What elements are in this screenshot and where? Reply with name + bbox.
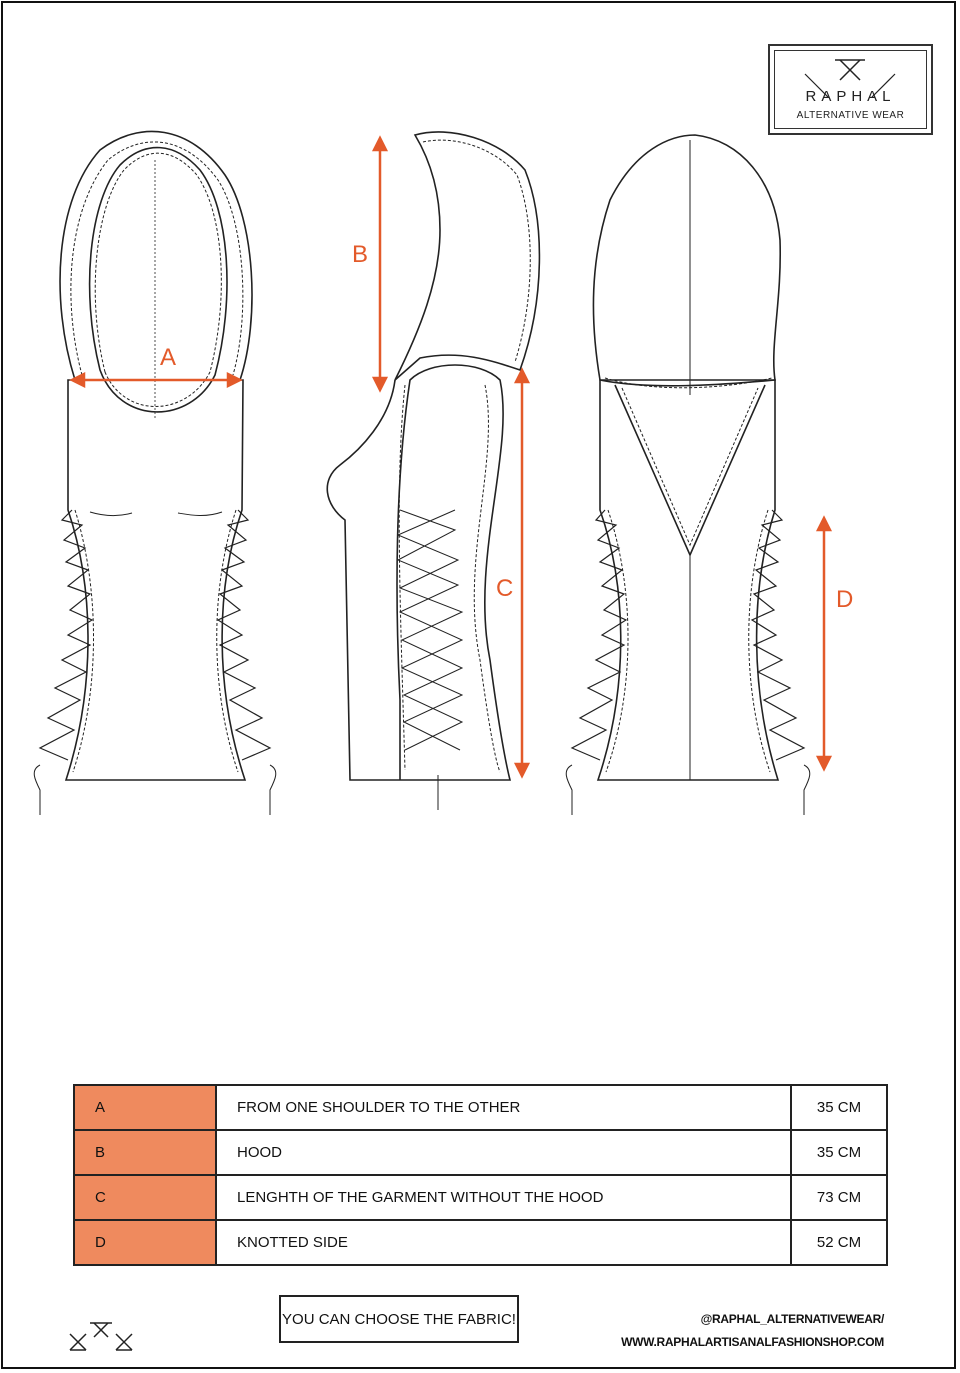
row-value: 73 CM (790, 1174, 888, 1221)
table-row: A FROM ONE SHOULDER TO THE OTHER 35 CM (73, 1084, 888, 1131)
dimension-label-c: C (496, 575, 514, 602)
fabric-note: YOU CAN CHOOSE THE FABRIC! (279, 1295, 519, 1343)
row-value: 52 CM (790, 1219, 888, 1266)
website-url: WWW.RAPHALARTISANALFASHIONSHOP.COM (621, 1335, 884, 1349)
logo-emblem-icon (804, 59, 896, 97)
row-code: A (73, 1084, 217, 1131)
table-row: C LENGHTH OF THE GARMENT WITHOUT THE HOO… (73, 1174, 888, 1221)
row-code: C (73, 1174, 217, 1221)
front-view-drawing (33, 130, 277, 815)
garment-technical-drawing (33, 130, 833, 815)
row-description: KNOTTED SIDE (215, 1219, 792, 1266)
footer-logo-icon (69, 1322, 133, 1351)
logo-brand-name: RAPHAL (805, 88, 896, 105)
side-view-drawing (326, 131, 541, 810)
table-row: D KNOTTED SIDE 52 CM (73, 1219, 888, 1266)
table-row: B HOOD 35 CM (73, 1129, 888, 1176)
measurement-arrows (69, 135, 833, 779)
row-description: HOOD (215, 1129, 792, 1176)
brand-logo: RAPHAL ALTERNATIVE WEAR (768, 44, 933, 135)
row-value: 35 CM (790, 1084, 888, 1131)
social-handle: @RAPHAL_ALTERNATIVEWEAR/ (700, 1312, 885, 1326)
row-code: B (73, 1129, 217, 1176)
row-value: 35 CM (790, 1129, 888, 1176)
row-description: LENGHTH OF THE GARMENT WITHOUT THE HOOD (215, 1174, 792, 1221)
dimension-label-b: B (352, 241, 369, 268)
dimension-label-d: D (836, 586, 854, 613)
row-description: FROM ONE SHOULDER TO THE OTHER (215, 1084, 792, 1131)
back-view-drawing (565, 134, 811, 815)
row-code: D (73, 1219, 217, 1266)
logo-inner-border (774, 50, 927, 129)
logo-tagline: ALTERNATIVE WEAR (796, 110, 905, 121)
measurement-table: A FROM ONE SHOULDER TO THE OTHER 35 CM B… (73, 1084, 888, 1266)
dimension-label-a: A (160, 344, 177, 371)
